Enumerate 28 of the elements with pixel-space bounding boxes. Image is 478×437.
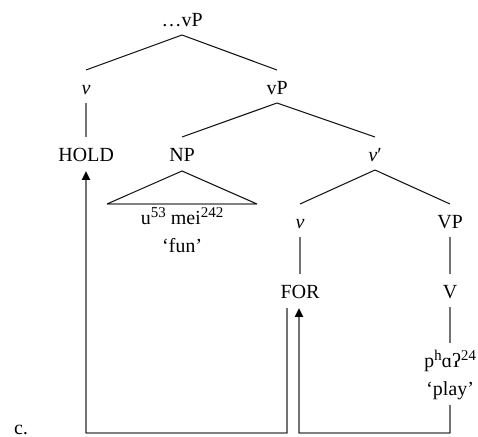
node-label: v	[296, 210, 304, 235]
gloss: ‘play’	[426, 377, 474, 402]
node-label: v	[82, 76, 90, 101]
tree-branch	[86, 34, 182, 71]
tree-branch	[276, 102, 376, 138]
tree-branch	[449, 237, 451, 274]
tree-branch	[300, 170, 376, 204]
movement-arrow	[82, 171, 288, 434]
tree-branch	[449, 307, 451, 343]
tree-branch	[182, 102, 278, 138]
node-label: u$^{53}$ mei$^{242}$	[140, 204, 224, 231]
gloss: ‘fun’	[162, 234, 202, 259]
tree-branch	[85, 103, 87, 137]
triangle	[106, 170, 258, 205]
node-label: HOLD	[58, 143, 114, 168]
node-label: …vP	[161, 8, 203, 33]
node-label: FOR	[280, 280, 320, 305]
node-label: v′	[368, 143, 382, 168]
movement-arrow	[294, 308, 451, 434]
tree-branch	[374, 170, 450, 204]
node-label: VP	[437, 210, 463, 235]
example-label: c.	[14, 416, 28, 437]
tree-branch	[299, 237, 301, 274]
node-label: vP	[266, 76, 288, 101]
node-label: NP	[169, 143, 195, 168]
tree-branch	[182, 34, 278, 71]
node-label: p$^{h}$ɑʔ$^{24}$	[424, 347, 476, 374]
node-label: V	[442, 280, 458, 305]
